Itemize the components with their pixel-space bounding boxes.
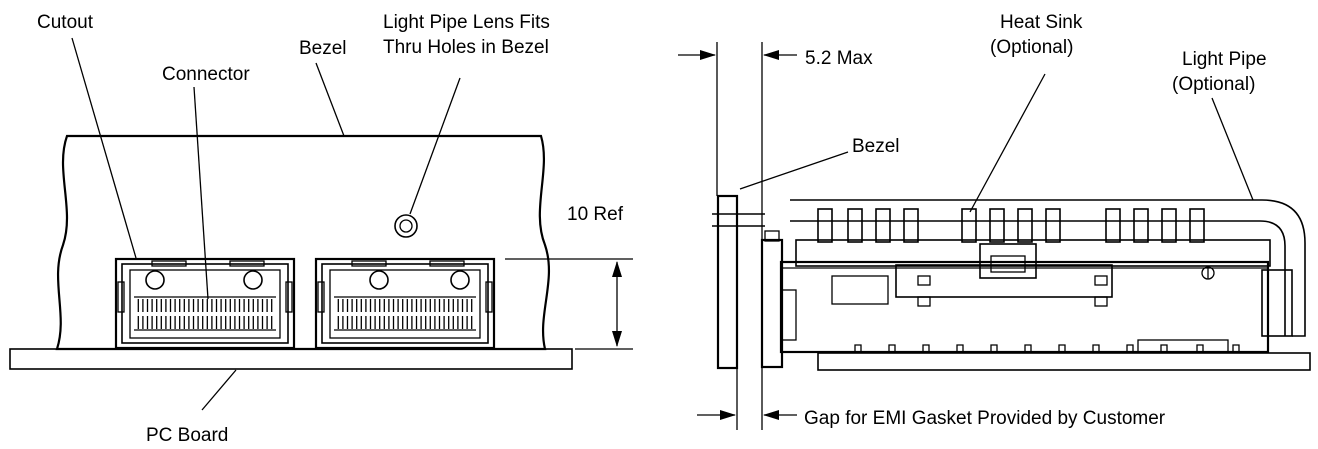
light-pipe-label-line2: (Optional) bbox=[1172, 74, 1255, 95]
light-pipe-lens-label-line2: Thru Holes in Bezel bbox=[383, 37, 549, 58]
front-pc-board bbox=[9, 348, 573, 370]
front-view: Cutout Connector Bezel Light Pipe Lens F… bbox=[9, 12, 633, 446]
light-pipe bbox=[790, 199, 1306, 337]
bezel-label: Bezel bbox=[299, 38, 347, 59]
bezel-leader bbox=[315, 62, 345, 137]
max-dimension bbox=[678, 42, 797, 240]
module-body bbox=[779, 243, 1270, 354]
connector-leader bbox=[193, 86, 209, 300]
gap-note-label: Gap for EMI Gasket Provided by Customer bbox=[804, 408, 1166, 429]
side-bezel-label: Bezel bbox=[852, 136, 900, 157]
max-dimension-label: 5.2 Max bbox=[805, 48, 873, 69]
light-pipe-lens-label: Light Pipe Lens Fits bbox=[383, 12, 550, 33]
pc-board-label: PC Board bbox=[146, 425, 228, 446]
ref-dimension bbox=[505, 258, 633, 350]
front-bezel-panel bbox=[55, 134, 550, 351]
pc-board-leader bbox=[201, 369, 237, 411]
side-bezel-leader bbox=[739, 151, 849, 190]
light-pipe-leader bbox=[1211, 97, 1254, 201]
cutout-label: Cutout bbox=[37, 12, 94, 33]
heat-sink bbox=[795, 208, 1271, 267]
side-pc-board bbox=[817, 352, 1311, 371]
connector-cage-right bbox=[314, 257, 496, 350]
heat-sink-label-line2: (Optional) bbox=[990, 37, 1073, 58]
connector-cage-left bbox=[114, 257, 296, 350]
heat-sink-leader bbox=[969, 73, 1046, 213]
light-pipe-label: Light Pipe bbox=[1182, 49, 1267, 70]
light-pipe-hole bbox=[394, 214, 418, 238]
side-view: 5.2 Max Bezel Heat Sink (Optional) Light… bbox=[678, 12, 1311, 430]
light-pipe-lens-leader bbox=[409, 77, 461, 215]
ref-dimension-label: 10 Ref bbox=[567, 204, 624, 225]
gap-dimension bbox=[697, 367, 797, 430]
faceplate bbox=[760, 230, 797, 369]
heat-sink-label: Heat Sink bbox=[1000, 12, 1083, 33]
connector-label: Connector bbox=[162, 64, 250, 85]
side-bezel bbox=[716, 194, 739, 370]
cutout-leader bbox=[71, 37, 137, 259]
